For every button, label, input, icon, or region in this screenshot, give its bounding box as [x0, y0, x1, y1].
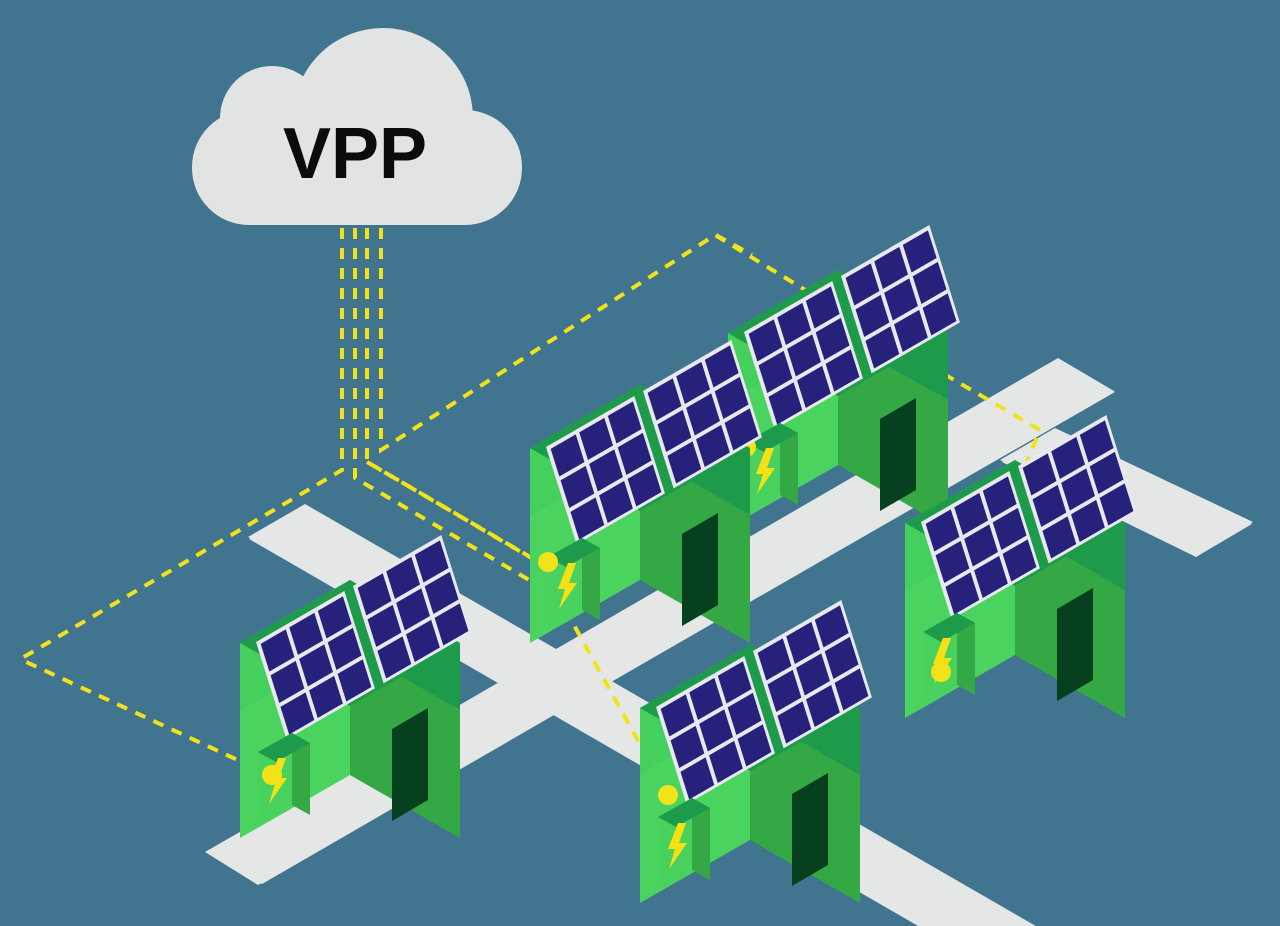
branch-top-right	[715, 233, 753, 257]
vpp-cloud[interactable]: VPP	[192, 28, 522, 225]
connector-dot	[538, 552, 558, 572]
cloud-label: VPP	[283, 114, 427, 194]
house-bottom-left[interactable]	[240, 535, 472, 838]
house-bottom-center[interactable]	[640, 600, 872, 903]
connector-dot	[931, 662, 951, 682]
connector-dot	[262, 765, 282, 785]
branch-middle-left	[365, 460, 558, 574]
feeder-trunk-1	[20, 228, 344, 777]
cloud-bump-large	[293, 28, 473, 208]
house-right[interactable]	[905, 415, 1137, 718]
house-middle-left[interactable]	[530, 340, 762, 643]
connector-dot	[658, 785, 678, 805]
